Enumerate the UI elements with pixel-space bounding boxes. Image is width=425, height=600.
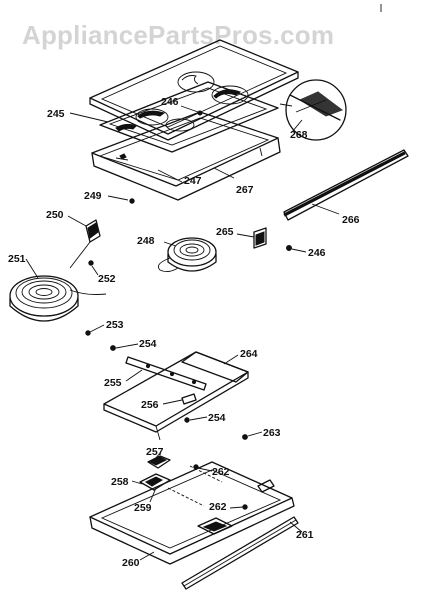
label-263: 263 bbox=[263, 427, 281, 439]
screw-253 bbox=[85, 330, 91, 336]
screw-246 bbox=[286, 245, 292, 251]
label-262-b: 262 bbox=[209, 501, 227, 513]
label-264: 264 bbox=[240, 348, 258, 360]
watermark-text: AppliancePartsPros.com bbox=[22, 20, 334, 50]
screw-263 bbox=[242, 434, 248, 440]
label-260: 260 bbox=[122, 557, 140, 569]
label-245: 245 bbox=[47, 108, 65, 120]
label-262-a: 262 bbox=[212, 466, 230, 478]
screw-249 bbox=[129, 198, 135, 204]
burner-element-251 bbox=[9, 275, 107, 322]
heat-shield-264 bbox=[103, 351, 249, 441]
cooktop-support-pan bbox=[91, 111, 281, 201]
screw-252 bbox=[88, 260, 94, 266]
label-257: 257 bbox=[146, 446, 164, 458]
label-254-b: 254 bbox=[208, 412, 226, 424]
cooktop-glass-top bbox=[89, 39, 299, 141]
bracket-250 bbox=[69, 219, 101, 269]
glass-gasket-frame bbox=[99, 81, 279, 153]
component-256 bbox=[181, 393, 197, 405]
label-249: 249 bbox=[84, 190, 102, 202]
label-253: 253 bbox=[106, 319, 124, 331]
label-248: 248 bbox=[137, 235, 155, 247]
burner-element-248 bbox=[157, 237, 217, 273]
label-258: 258 bbox=[111, 476, 129, 488]
label-266: 266 bbox=[342, 214, 360, 226]
label-265: 265 bbox=[216, 226, 234, 238]
trim-strip-266 bbox=[283, 149, 409, 221]
label-255: 255 bbox=[104, 377, 122, 389]
screw-262-b bbox=[242, 504, 248, 510]
detail-inset-268 bbox=[279, 79, 347, 141]
screw-254-a bbox=[110, 345, 116, 351]
label-252: 252 bbox=[98, 273, 116, 285]
label-261: 261 bbox=[296, 529, 314, 541]
screw-254-b bbox=[184, 417, 190, 423]
label-254-a: 254 bbox=[139, 338, 157, 350]
switch-bracket-255 bbox=[125, 356, 207, 391]
terminal-block-265 bbox=[253, 227, 267, 249]
side-rail-261 bbox=[181, 516, 299, 590]
label-256: 256 bbox=[141, 399, 159, 411]
base-pan-260 bbox=[89, 461, 295, 565]
label-250: 250 bbox=[46, 209, 64, 221]
label-251: 251 bbox=[8, 253, 26, 265]
label-246-top: 246 bbox=[161, 96, 179, 108]
label-247: 247 bbox=[184, 175, 202, 187]
label-246-right: 246 bbox=[308, 247, 326, 259]
leader-lines bbox=[25, 105, 340, 561]
part-labels: 245 246 268 247 267 249 250 266 265 248 … bbox=[8, 96, 360, 569]
label-268: 268 bbox=[290, 129, 308, 141]
label-267: 267 bbox=[236, 184, 254, 196]
label-259: 259 bbox=[134, 502, 152, 514]
